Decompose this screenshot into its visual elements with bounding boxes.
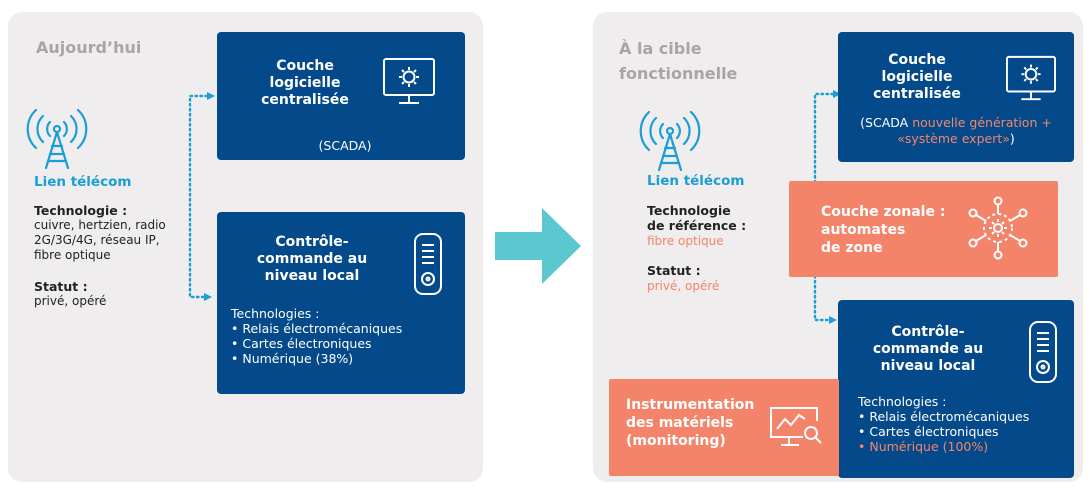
local-title-line: niveau local <box>880 358 976 374</box>
local-title-line: commande au <box>256 251 368 267</box>
remote-control-icon <box>1029 321 1057 383</box>
scada-sub-highlight: nouvelle génération + <box>912 115 1052 130</box>
scada-title-line: Couche <box>888 52 946 68</box>
zone-title-line: de zone <box>821 240 883 256</box>
tech-line-3: fibre optique <box>34 248 111 262</box>
local-tech-title: Technologies : <box>858 394 947 409</box>
local-title-line: niveau local <box>264 268 360 284</box>
scada-sub-suffix: ) <box>1009 131 1015 146</box>
tech-line-2: 2G/3G/4G, réseau IP, <box>34 233 160 247</box>
scada-sub-highlight: «système expert» <box>897 131 1010 146</box>
local-title-line: Contrôle- <box>275 234 349 250</box>
local-box-target: Contrôle- commande au niveau local Techn… <box>838 300 1074 478</box>
local-title-line: commande au <box>872 341 984 357</box>
scada-title-line: centralisée <box>261 92 349 108</box>
status-value-today: privé, opéré <box>34 294 107 308</box>
instr-title-line: Instrumentation <box>626 397 755 413</box>
scada-title-line: logicielle <box>881 69 953 85</box>
tech-value-target: fibre optique <box>647 234 724 248</box>
monitor-chart-search-icon <box>770 407 822 446</box>
scada-sub-prefix: (SCADA <box>860 115 913 130</box>
local-title-line: Contrôle- <box>891 324 965 340</box>
panel-title-today: Aujourd’hui <box>36 38 142 57</box>
status-label-target: Statut : <box>647 263 701 278</box>
scada-box-today: Couche logicielle centralisée (SCADA) <box>217 32 465 160</box>
zone-title-line: Couche zonale : <box>821 204 946 220</box>
panel-title-target: fonctionnelle <box>619 64 738 83</box>
link-title-today: Lien télécom <box>34 174 132 190</box>
local-tech-item: • Cartes électroniques <box>231 336 372 351</box>
instr-title-line: (monitoring) <box>626 433 726 449</box>
status-value-target: privé, opéré <box>647 279 720 293</box>
scada-sub-line2: «système expert») <box>844 131 1068 147</box>
scada-title-line: Couche <box>276 58 334 74</box>
local-tech-item: • Numérique (38%) <box>231 351 354 366</box>
antenna-icon <box>639 110 701 172</box>
local-tech-title: Technologies : <box>231 306 320 321</box>
scada-sub: (SCADA) <box>318 138 372 153</box>
connector-today <box>188 92 215 301</box>
network-gear-icon <box>968 196 1028 260</box>
local-tech-item: • Cartes électroniques <box>858 424 999 439</box>
scada-sub: (SCADA nouvelle génération + <box>844 115 1068 131</box>
scada-box-target: Couche logicielle centralisée (SCADA nou… <box>838 32 1074 162</box>
zone-box: Couche zonale : automates de zone <box>789 181 1058 277</box>
instrumentation-box: Instrumentation des matériels (monitorin… <box>609 379 839 476</box>
tech-label-today: Technologie : <box>34 203 128 218</box>
scada-title-line: centralisée <box>873 86 961 102</box>
local-tech-item: • Relais électromécaniques <box>858 409 1030 424</box>
tech-label-target: de référence : <box>647 218 747 233</box>
local-tech-item-highlight: • Numérique (100%) <box>858 439 989 454</box>
status-label-today: Statut : <box>34 279 88 294</box>
remote-control-icon <box>414 233 442 295</box>
monitor-gear-icon <box>1006 55 1056 101</box>
link-title-target: Lien télécom <box>647 173 745 189</box>
scada-title-line: logicielle <box>269 75 341 91</box>
tech-label-target: Technologie <box>647 203 731 218</box>
tech-line-1: cuivre, hertzien, radio <box>34 218 166 232</box>
antenna-icon <box>26 108 88 170</box>
panel-title-target: À la cible <box>619 39 702 58</box>
zone-title-line: automates <box>821 222 906 238</box>
instr-title-line: des matériels <box>626 415 734 431</box>
arrow-right-icon <box>495 208 581 284</box>
local-box-today: Contrôle- commande au niveau local Techn… <box>217 212 465 394</box>
monitor-gear-icon <box>383 58 435 104</box>
local-tech-item: • Relais électromécaniques <box>231 321 403 336</box>
